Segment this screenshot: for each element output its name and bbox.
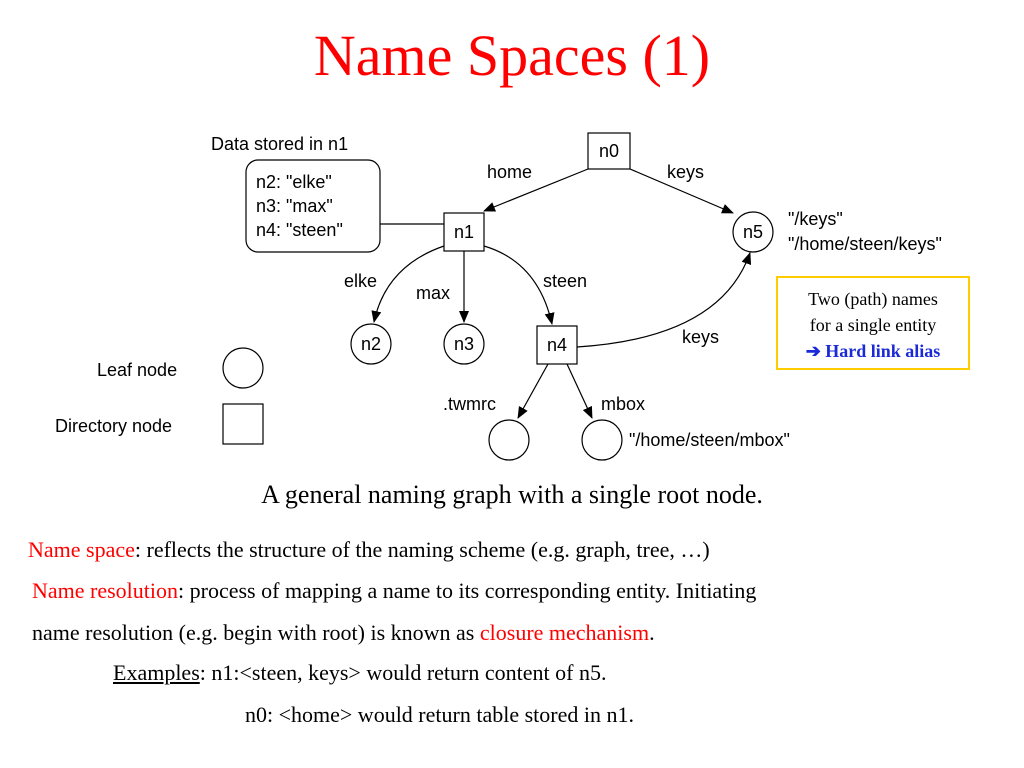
edge-elke-label: elke xyxy=(344,271,377,291)
legend-leaf-circle xyxy=(222,347,264,389)
hard-link-note: Two (path) names for a single entity ➔ H… xyxy=(776,276,970,370)
example-1-text: : n1:<steen, keys> would return content … xyxy=(199,660,607,685)
node-n3 xyxy=(443,323,485,365)
node-n1 xyxy=(443,212,485,252)
examples-label: Examples xyxy=(113,660,200,685)
edge-steen-label: steen xyxy=(543,271,587,291)
n5-name-keys: "/keys" xyxy=(788,209,843,229)
name-space-term: Name space xyxy=(28,537,135,562)
data-entry-n2: n2: "elke" xyxy=(256,172,332,192)
note-line-3: ➔ Hard link alias xyxy=(778,338,968,364)
data-box xyxy=(245,159,381,253)
node-n1-label: n1 xyxy=(454,222,474,242)
edge-elke xyxy=(371,245,445,323)
node-mbox-leaf xyxy=(581,419,623,461)
example-2: n0: <home> would return table stored in … xyxy=(245,702,634,727)
node-n4 xyxy=(536,325,578,365)
edge-home-label: home xyxy=(487,162,532,182)
edge-mbox-label: mbox xyxy=(601,394,645,414)
node-n4-label: n4 xyxy=(547,335,567,355)
legend-directory-label: Directory node xyxy=(55,416,172,436)
note-line-1: Two (path) names xyxy=(808,289,938,309)
closure-mechanism-term: closure mechanism xyxy=(479,620,650,645)
node-twmrc-leaf xyxy=(488,419,530,461)
name-space-definition: : reflects the structure of the naming s… xyxy=(134,537,710,562)
naming-graph: Data stored in n1 n2: "elke" n3: "max" n… xyxy=(55,132,942,461)
node-n5-label: n5 xyxy=(743,222,763,242)
edge-home xyxy=(483,168,589,212)
note-line-2: for a single entity xyxy=(809,315,937,335)
mbox-path-name: "/home/steen/mbox" xyxy=(629,430,790,450)
data-box-title: Data stored in n1 xyxy=(211,134,348,154)
name-space-paragraph: Name space: reflects the structure of th… xyxy=(28,537,710,563)
edge-keys-n4 xyxy=(576,252,752,348)
node-n3-label: n3 xyxy=(454,334,474,354)
example-1: Examples: n1:<steen, keys> would return … xyxy=(113,660,606,686)
data-entry-n4: n4: "steen" xyxy=(256,220,343,240)
hard-link-alias-text: Hard link alias xyxy=(825,341,941,361)
edge-steen xyxy=(483,245,555,325)
legend-leaf-label: Leaf node xyxy=(97,360,177,380)
node-n0 xyxy=(587,132,631,170)
edge-keys-top xyxy=(629,168,734,214)
node-n2 xyxy=(350,323,392,365)
data-entry-n3: n3: "max" xyxy=(256,196,333,216)
edge-max-label: max xyxy=(416,283,450,303)
edge-keys-top-label: keys xyxy=(667,162,704,182)
name-resolution-term: Name resolution xyxy=(32,578,179,603)
edge-keys-n4-label: keys xyxy=(682,327,719,347)
closure-period: . xyxy=(649,620,655,645)
right-arrow-icon: ➔ xyxy=(805,341,821,361)
name-resolution-continuation: name resolution (e.g. begin with root) i… xyxy=(32,620,480,645)
diagram-caption: A general naming graph with a single roo… xyxy=(261,480,763,509)
n5-name-home-steen-keys: "/home/steen/keys" xyxy=(788,234,942,254)
name-resolution-paragraph: Name resolution: process of mapping a na… xyxy=(32,578,756,604)
legend-directory-square xyxy=(222,403,264,445)
node-n5 xyxy=(732,211,774,253)
slide-title: Name Spaces (1) xyxy=(313,23,711,88)
node-n0-label: n0 xyxy=(599,141,619,161)
node-n2-label: n2 xyxy=(361,334,381,354)
name-resolution-line-2: name resolution (e.g. begin with root) i… xyxy=(32,620,655,646)
edge-twmrc xyxy=(517,363,549,419)
edge-mbox xyxy=(566,363,593,419)
name-resolution-definition: : process of mapping a name to its corre… xyxy=(178,578,757,603)
edge-twmrc-label: .twmrc xyxy=(443,394,496,414)
